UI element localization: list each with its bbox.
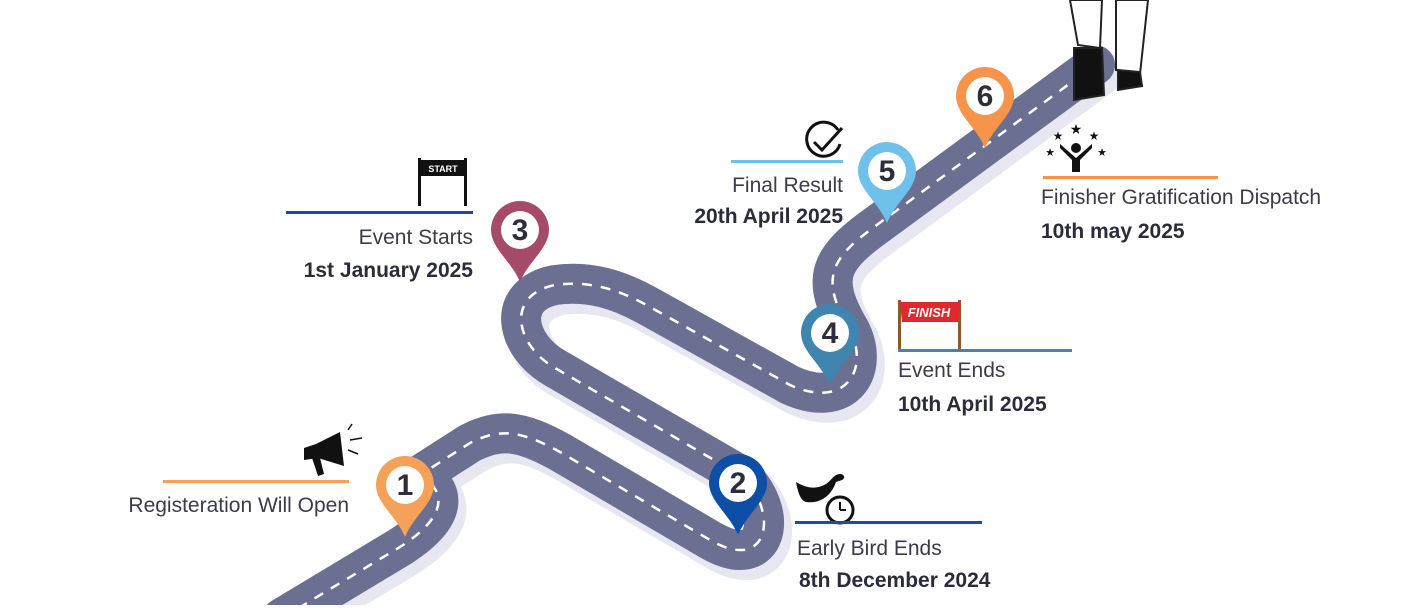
start-flag-text: START — [428, 164, 458, 174]
milestone-2-title: Early Bird Ends — [797, 537, 942, 560]
milestone-pin-2: 2 — [709, 454, 767, 535]
milestone-6-line — [1043, 176, 1218, 179]
milestone-pin-number: 3 — [512, 214, 529, 247]
milestone-3-date: 1st January 2025 — [303, 259, 473, 282]
svg-text:★: ★ — [1097, 147, 1107, 159]
milestone-3-title: Event Starts — [358, 226, 473, 249]
milestone-pin-number: 1 — [397, 469, 414, 502]
finish-banner-text: FINISH — [908, 305, 951, 320]
milestone-4-line — [898, 349, 1072, 352]
milestone-pin-3: 3 — [491, 201, 549, 282]
svg-text:★: ★ — [1045, 147, 1055, 159]
milestone-5-line — [731, 160, 843, 163]
milestone-pin-number: 5 — [879, 155, 896, 188]
milestone-2-date: 8th December 2024 — [799, 569, 991, 592]
check-circle-icon — [805, 120, 844, 158]
celebrating-person-stars-icon: ★ ★ ★ ★ ★ — [1045, 121, 1107, 172]
milestone-2-line — [795, 521, 982, 524]
milestone-1-line — [163, 480, 349, 483]
milestone-6-date: 10th may 2025 — [1041, 220, 1185, 243]
milestone-3-line — [286, 211, 473, 214]
milestone-pin-4: 4 — [801, 304, 859, 385]
early-bird-clock-icon — [796, 474, 855, 525]
milestone-pin-number: 4 — [822, 317, 839, 350]
milestone-pins: 1 2 3 4 5 6 — [376, 67, 1014, 537]
svg-text:★: ★ — [1053, 129, 1064, 143]
milestone-1-title: Registeration Will Open — [128, 494, 349, 517]
milestone-pin-number: 2 — [730, 467, 747, 500]
start-flag-icon: START — [418, 158, 467, 206]
finish-banner-icon: FINISH — [898, 300, 961, 350]
road-center-dashes — [292, 63, 1096, 610]
milestone-4-date: 10th April 2025 — [898, 393, 1047, 416]
svg-text:★: ★ — [1089, 129, 1100, 143]
milestone-pin-6: 6 — [956, 67, 1014, 148]
milestone-5-title: Final Result — [732, 174, 843, 197]
milestone-pin-1: 1 — [376, 456, 434, 537]
milestone-pin-5: 5 — [858, 142, 916, 223]
milestone-4-title: Event Ends — [898, 359, 1006, 382]
milestone-6-title: Finisher Gratification Dispatch — [1041, 186, 1322, 209]
megaphone-icon — [304, 423, 363, 476]
milestone-pin-number: 6 — [977, 80, 994, 113]
milestone-5-date: 20th April 2025 — [694, 205, 843, 228]
walking-person-legs-icon — [1068, 0, 1150, 102]
svg-text:★: ★ — [1070, 121, 1083, 137]
